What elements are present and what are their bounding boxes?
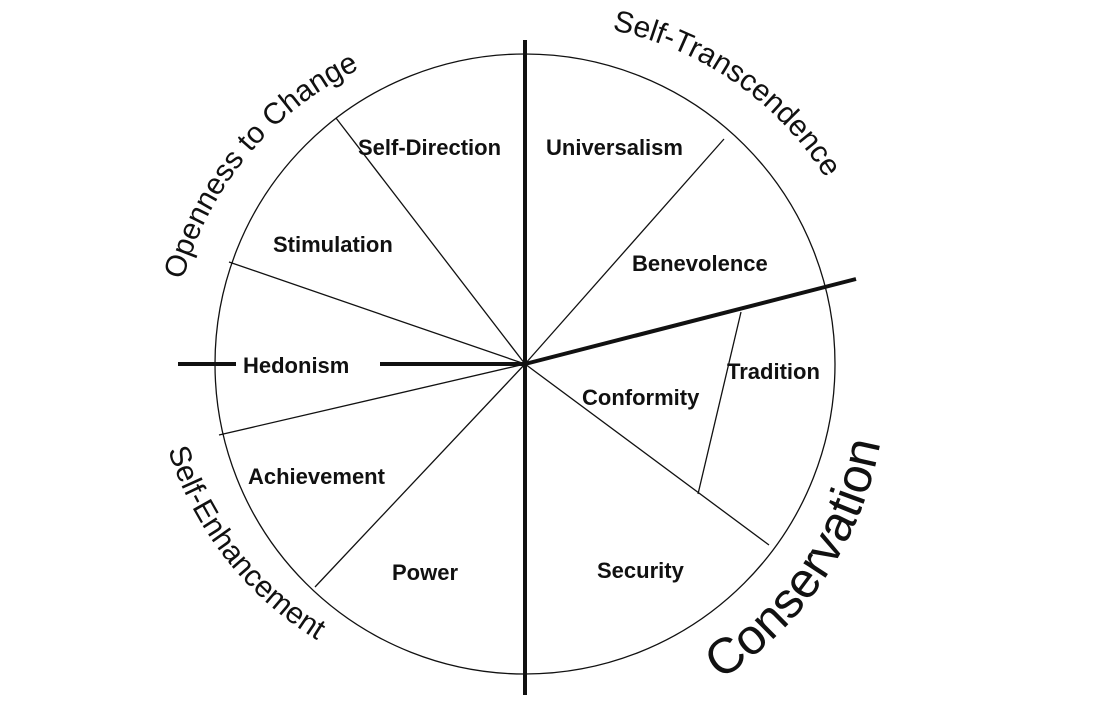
divider-achievement-power <box>314 363 526 588</box>
label-benevolence: Benevolence <box>632 251 768 276</box>
dimension-conservation: Conservation <box>694 433 891 689</box>
label-stimulation: Stimulation <box>273 232 393 257</box>
divider-stimulation-hedonism <box>228 261 526 365</box>
divider-conformity-security <box>524 363 770 546</box>
divider-selfdirection-stimulation <box>335 117 526 365</box>
label-security: Security <box>597 558 685 583</box>
label-tradition: Tradition <box>727 359 820 384</box>
divider-universalism-benevolence <box>524 138 725 365</box>
label-conformity: Conformity <box>582 385 700 410</box>
label-power: Power <box>392 560 458 585</box>
label-self-direction: Self-Direction <box>358 135 501 160</box>
divider-tradition-conformity <box>697 311 742 495</box>
divider-transcendence-conservation <box>524 277 857 366</box>
divider-hedonism-achievement <box>218 363 526 436</box>
label-hedonism: Hedonism <box>243 353 349 378</box>
label-achievement: Achievement <box>248 464 386 489</box>
label-universalism: Universalism <box>546 135 683 160</box>
